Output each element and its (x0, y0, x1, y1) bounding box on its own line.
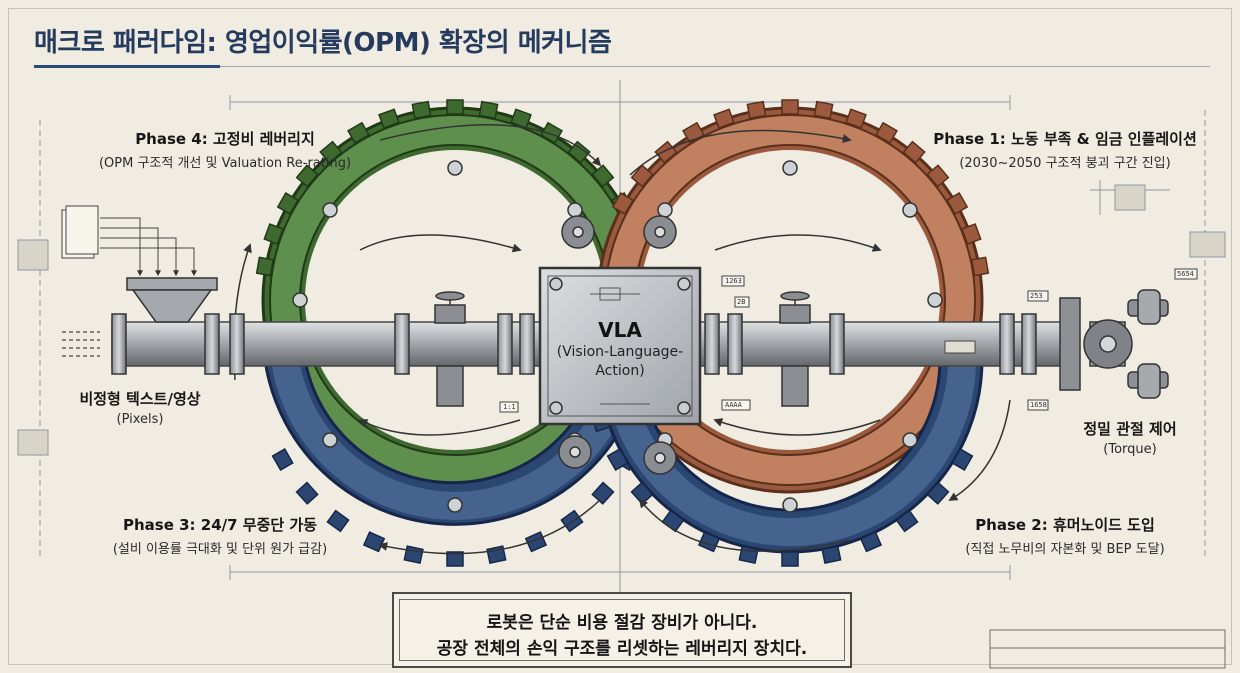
small-cog-gears (558, 215, 677, 475)
phase4-label: Phase 4: 고정비 레버리지 (OPM 구조적 개선 및 Valuatio… (50, 128, 400, 171)
phase4-title: Phase 4: 고정비 레버리지 (135, 130, 315, 148)
input-title: 비정형 텍스트/영상 (79, 390, 201, 408)
output-title: 정밀 관절 제어 (1083, 420, 1177, 438)
phase1-subtitle: (2030~2050 구조적 붕괴 구간 진입) (959, 156, 1171, 171)
phase4-subtitle: (OPM 구조적 개선 및 Valuation Re-rating) (98, 156, 352, 171)
phase2-subtitle: (직접 노무비의 자본화 및 BEP 도달) (965, 542, 1165, 557)
gear-phase2-navy (590, 358, 984, 567)
output-subtitle: (Torque) (1103, 442, 1157, 457)
vla-label: VLA (Vision-Language- Action) (545, 318, 695, 380)
conclusion-line2: 공장 전체의 손익 구조를 리셋하는 레버리지 장치다. (436, 639, 808, 659)
phase3-subtitle: (설비 이용률 극대화 및 단위 원가 급감) (112, 542, 328, 557)
conclusion-inner-border (399, 599, 845, 661)
phase3-label: Phase 3: 24/7 무중단 가동 (설비 이용률 극대화 및 단위 원가… (55, 514, 385, 557)
conclusion-line1: 로봇은 단순 비용 절감 장비가 아니다. (486, 613, 758, 633)
vla-title: VLA (598, 318, 642, 342)
tag-text: 1:1 (503, 403, 516, 411)
vla-core-box (538, 266, 702, 426)
tag-text: AAAA (725, 401, 742, 409)
vla-subtitle-line1: (Vision-Language- (556, 344, 684, 360)
phase2-title: Phase 2: 휴머노이드 도입 (975, 516, 1155, 534)
page-title: 매크로 패러다임: 영업이익률(OPM) 확장의 메커니즘 (34, 28, 612, 58)
input-subtitle: (Pixels) (116, 412, 164, 427)
dimension-lines (17, 80, 1226, 669)
input-feed-arrows (100, 217, 197, 277)
output-label: 정밀 관절 제어 (Torque) (1050, 418, 1210, 457)
input-funnel (126, 277, 218, 323)
phase1-label: Phase 1: 노동 부족 & 임금 인플레이션 (2030~2050 구조적… (905, 128, 1225, 171)
phase3-title: Phase 3: 24/7 무중단 가동 (122, 516, 317, 534)
tag-text: 253 (1030, 292, 1043, 300)
phase1-title: Phase 1: 노동 부족 & 임금 인플레이션 (933, 130, 1197, 148)
tag-text: 2B (737, 298, 746, 306)
vla-subtitle-line2: Action) (595, 363, 645, 379)
spec-tags (499, 268, 1198, 413)
input-label: 비정형 텍스트/영상 (Pixels) (60, 388, 220, 427)
tag-text: 5654 (1177, 270, 1194, 278)
conclusion-box: 로봇은 단순 비용 절감 장비가 아니다. 공장 전체의 손익 구조를 리셋하는… (392, 592, 852, 668)
output-actuator (1059, 289, 1169, 399)
text-input-lines (62, 331, 100, 357)
document-stack-icon (61, 205, 99, 259)
tag-text: 1658 (1030, 401, 1047, 409)
title-underline (34, 65, 220, 68)
title-divider (220, 66, 1210, 67)
phase2-label: Phase 2: 휴머노이드 도입 (직접 노무비의 자본화 및 BEP 도달) (915, 514, 1215, 557)
tag-text: 1263 (725, 277, 742, 285)
hatch-plate (944, 340, 976, 354)
